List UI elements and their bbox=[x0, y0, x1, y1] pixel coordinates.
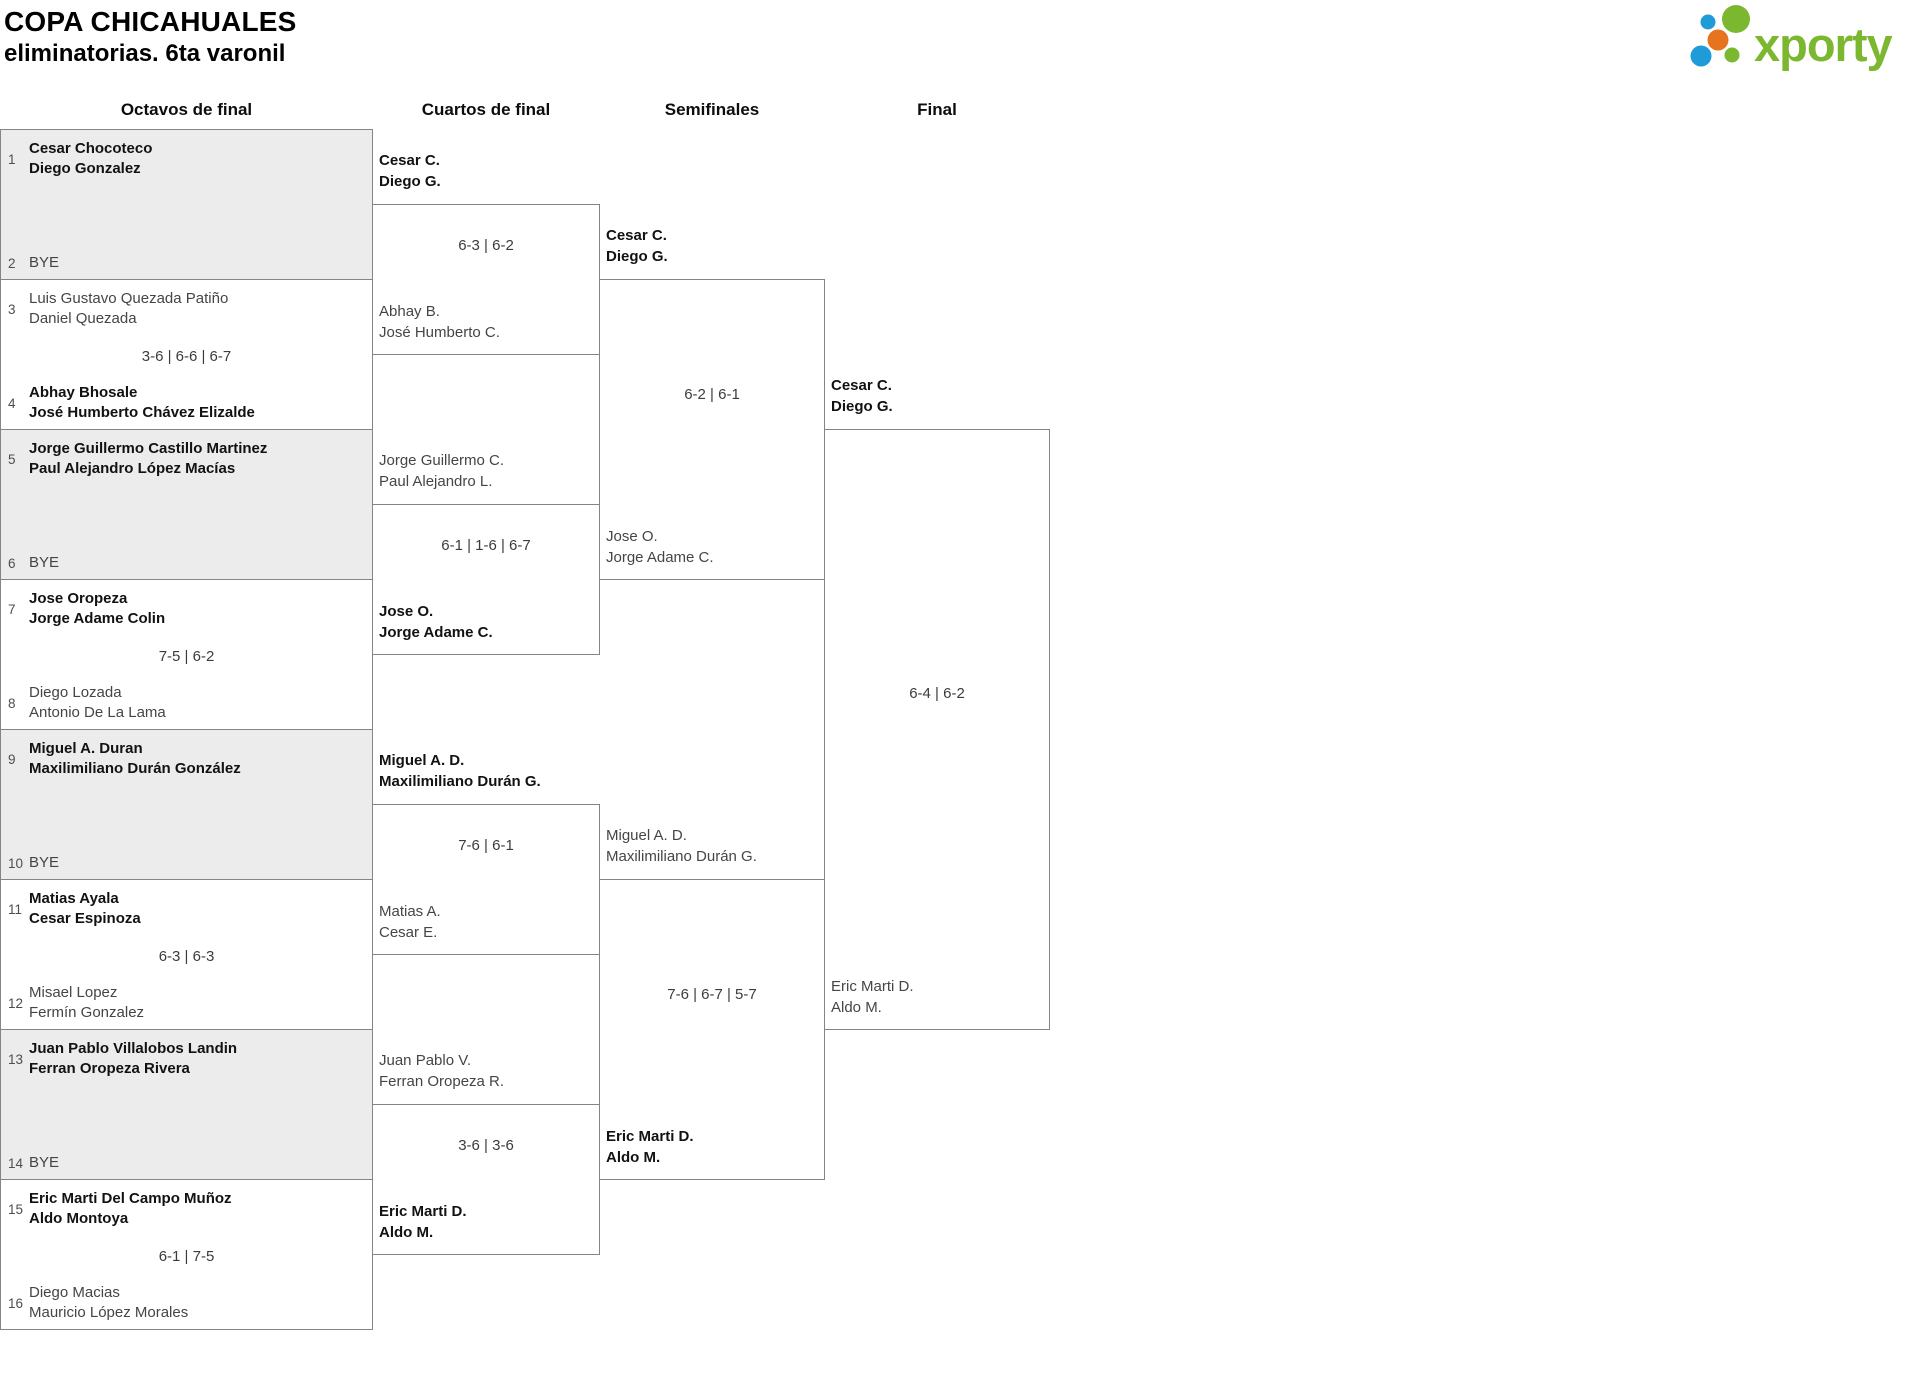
match-score: 3-6 | 6-6 | 6-7 bbox=[141, 348, 232, 365]
match-score: 6-2 | 6-1 bbox=[684, 386, 740, 403]
logo-dot-blue bbox=[1690, 45, 1712, 67]
round-header-cuartos: Cuartos de final bbox=[421, 100, 551, 119]
seed-number: 14 bbox=[8, 1155, 24, 1171]
match-score: 7-5 | 6-2 bbox=[158, 648, 215, 665]
round-header-octavos: Octavos de final bbox=[120, 100, 253, 119]
seed-number: 6 bbox=[8, 555, 16, 571]
advancing-team-label: Jose O.Jorge Adame C. bbox=[606, 528, 714, 566]
logo-wordmark: xporty bbox=[1754, 18, 1893, 71]
advancing-team-label: Eric Marti D.Aldo M. bbox=[831, 978, 914, 1016]
advancing-team-label: Abhay B.José Humberto C. bbox=[379, 303, 500, 341]
match-score: 6-1 | 1-6 | 6-7 bbox=[441, 537, 531, 554]
advancing-team-label: Cesar C.Diego G. bbox=[606, 227, 668, 265]
seed-number: 15 bbox=[8, 1201, 24, 1217]
xporty-logo[interactable]: xporty bbox=[1688, 0, 1920, 80]
team-row: 10 BYE bbox=[8, 853, 366, 873]
advancing-team-label: Eric Marti D.Aldo M. bbox=[379, 1203, 467, 1241]
seed-number: 7 bbox=[8, 601, 16, 617]
advancing-team-label: Jose O.Jorge Adame C. bbox=[379, 603, 493, 641]
team-names: BYE bbox=[29, 254, 60, 271]
logo-dot-blue-small bbox=[1700, 14, 1716, 30]
match-score: 3-6 | 3-6 bbox=[458, 1137, 514, 1154]
logo-dot-orange bbox=[1707, 29, 1729, 51]
advancing-team-label: Cesar C.Diego G. bbox=[831, 377, 893, 415]
seed-number: 1 bbox=[8, 151, 16, 167]
advancing-team-label: Miguel A. D.Maxilimiliano Durán G. bbox=[379, 752, 541, 790]
advancing-team-label: Cesar C.Diego G. bbox=[379, 152, 441, 190]
match-score: 7-6 | 6-1 bbox=[458, 837, 514, 854]
seed-number: 3 bbox=[8, 301, 16, 317]
team-names: BYE bbox=[29, 554, 60, 571]
seed-number: 16 bbox=[8, 1295, 24, 1311]
logo-dot-green-large bbox=[1722, 5, 1750, 33]
seed-number: 8 bbox=[8, 695, 16, 711]
advancing-team-label: Eric Marti D.Aldo M. bbox=[606, 1128, 694, 1166]
team-names: BYE bbox=[29, 1154, 60, 1171]
team-row: 14 BYE bbox=[8, 1153, 366, 1173]
match-score: 7-6 | 6-7 | 5-7 bbox=[667, 986, 757, 1003]
advancing-team-label: Miguel A. D.Maxilimiliano Durán G. bbox=[606, 827, 757, 865]
team-row: 2 BYE bbox=[8, 253, 366, 273]
match-score: 6-1 | 7-5 bbox=[158, 1248, 215, 1265]
seed-number: 10 bbox=[8, 855, 24, 871]
match-score: 6-3 | 6-3 bbox=[158, 948, 215, 965]
round-header-semifinales: Semifinales bbox=[664, 100, 760, 119]
match-box-final bbox=[824, 429, 1050, 1030]
advancing-team-label: Juan Pablo V.Ferran Oropeza R. bbox=[379, 1052, 505, 1090]
seed-number: 11 bbox=[8, 901, 23, 917]
match-score: 6-3 | 6-2 bbox=[458, 237, 514, 254]
team-names: BYE bbox=[29, 854, 60, 871]
seed-number: 4 bbox=[8, 395, 16, 411]
advancing-team-label: Matias A.Cesar E. bbox=[379, 903, 441, 941]
page-subtitle: eliminatorias. 6ta varonil bbox=[4, 40, 286, 67]
match-score: 6-4 | 6-2 bbox=[909, 685, 965, 702]
seed-number: 5 bbox=[8, 451, 16, 467]
seed-number: 13 bbox=[8, 1051, 24, 1067]
seed-number: 12 bbox=[8, 995, 24, 1011]
seed-number: 2 bbox=[8, 255, 16, 271]
page-title: COPA CHICAHUALES bbox=[4, 6, 297, 37]
logo-dot-green-small bbox=[1724, 47, 1740, 63]
team-row: 6 BYE bbox=[8, 553, 366, 573]
seed-number: 9 bbox=[8, 751, 16, 767]
advancing-team-label: Jorge Guillermo C.Paul Alejandro L. bbox=[379, 452, 505, 490]
round-header-final: Final bbox=[917, 100, 957, 119]
